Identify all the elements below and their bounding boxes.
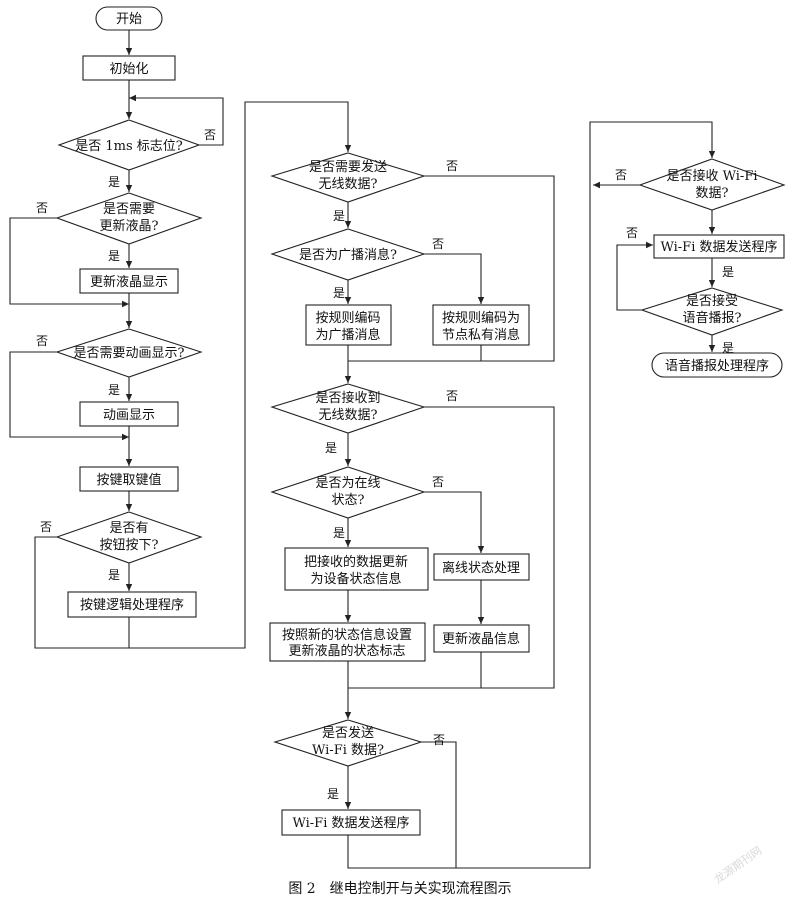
label-no-wifi-send-2: 否 bbox=[626, 226, 638, 240]
wifi-send-box-1: Wi-Fi 数据发送程序 bbox=[281, 809, 421, 836]
decision-voice: 是否接受 语音播报? bbox=[640, 287, 784, 336]
label-no-online: 否 bbox=[432, 475, 444, 489]
set-lcd-status-box: 按照新的状态信息设置 更新液晶的状态标志 bbox=[269, 622, 426, 662]
start-terminal: 开始 bbox=[95, 6, 163, 31]
update-device-status-line-1: 把接收的数据更新 bbox=[304, 554, 408, 570]
set-lcd-status-line-2: 更新液晶的状态标志 bbox=[288, 643, 405, 659]
label-no-recv-wifi: 否 bbox=[615, 168, 627, 182]
decision-1ms-flag: 是否 1ms 标志位? bbox=[57, 119, 201, 171]
label-no-send-wireless: 否 bbox=[446, 159, 458, 173]
voice-handler-terminal: 语音播报处理程序 bbox=[651, 352, 783, 378]
flow-lines-column-3 bbox=[593, 181, 716, 352]
decision-animation-label: 是否需要动画显示? bbox=[74, 346, 185, 361]
read-key-label: 按键取键值 bbox=[96, 472, 161, 488]
label-yes-online: 是 bbox=[333, 526, 345, 540]
decision-send-wifi-line-2: Wi-Fi 数据? bbox=[312, 743, 384, 758]
decision-online-line-2: 状态? bbox=[332, 493, 365, 508]
encode-private-line-2: 节点私有消息 bbox=[442, 327, 520, 343]
decision-broadcast-label: 是否为广播消息? bbox=[299, 247, 397, 263]
update-device-status-line-2: 为设备状态信息 bbox=[310, 571, 401, 587]
decision-online: 是否为在线 状态? bbox=[270, 466, 426, 519]
decision-voice-line-2: 语音播报? bbox=[683, 310, 742, 326]
update-lcd-info-label: 更新液晶信息 bbox=[442, 631, 520, 647]
animation-display-box: 动画显示 bbox=[79, 401, 179, 427]
label-yes-animation: 是 bbox=[108, 383, 120, 397]
label-yes-send-wireless: 是 bbox=[333, 209, 345, 223]
decision-send-wireless: 是否需要发送 无线数据? bbox=[270, 152, 426, 203]
branch-labels-column-3: 否 否 是 是 bbox=[615, 168, 734, 355]
decision-send-wireless-line-2: 无线数据? bbox=[319, 177, 378, 192]
decision-recv-wifi: 是否接收 Wi-Fi 数据? bbox=[638, 158, 786, 211]
decision-lcd-update: 是否需要 更新液晶? bbox=[55, 192, 203, 245]
encode-broadcast-line-1: 按规则编码 bbox=[315, 311, 380, 326]
label-no-broadcast: 否 bbox=[432, 237, 444, 251]
label-no-send-wifi: 否 bbox=[433, 733, 445, 747]
decision-broadcast: 是否为广播消息? bbox=[270, 228, 426, 281]
branch-labels-column-1: 否 是 否 是 否 是 否 是 bbox=[36, 128, 216, 582]
update-lcd-display-label: 更新液晶显示 bbox=[90, 274, 168, 290]
decision-lcd-update-line-1: 是否需要 bbox=[103, 202, 155, 217]
label-no-key-pressed: 否 bbox=[40, 520, 52, 534]
encode-broadcast-box: 按规则编码 为广播消息 bbox=[305, 304, 392, 346]
label-yes-lcd-update: 是 bbox=[108, 249, 120, 263]
offline-handler-label: 离线状态处理 bbox=[442, 560, 520, 576]
label-yes-send-wifi: 是 bbox=[327, 787, 339, 801]
wifi-send-2-label: Wi-Fi 数据发送程序 bbox=[661, 239, 778, 255]
label-yes-recv-wireless: 是 bbox=[325, 441, 337, 455]
offline-handler-box: 离线状态处理 bbox=[433, 553, 530, 581]
voice-handler-label: 语音播报处理程序 bbox=[665, 358, 769, 374]
label-yes-voice: 是 bbox=[722, 341, 734, 355]
decision-key-pressed-line-2: 按钮按下? bbox=[100, 538, 159, 553]
decision-recv-wireless-line-1: 是否接收到 bbox=[315, 390, 380, 406]
decision-send-wifi-line-1: 是否发送 bbox=[322, 725, 374, 741]
init-label: 初始化 bbox=[109, 62, 148, 77]
decision-key-pressed-line-1: 是否有 bbox=[109, 521, 148, 536]
start-label: 开始 bbox=[116, 12, 142, 27]
key-logic-label: 按键逻辑处理程序 bbox=[80, 598, 184, 613]
decision-recv-wifi-line-1: 是否接收 Wi-Fi bbox=[667, 168, 758, 184]
encode-private-line-1: 按规则编码为 bbox=[442, 311, 520, 326]
wifi-send-box-2: Wi-Fi 数据发送程序 bbox=[653, 234, 785, 259]
label-yes-wifi-send-2: 是 bbox=[722, 265, 734, 279]
decision-send-wireless-line-1: 是否需要发送 bbox=[309, 159, 387, 175]
decision-voice-line-1: 是否接受 bbox=[686, 293, 738, 309]
decision-lcd-update-line-2: 更新液晶? bbox=[100, 218, 159, 234]
decision-recv-wireless-line-2: 无线数据? bbox=[319, 408, 378, 423]
label-yes-broadcast: 是 bbox=[333, 286, 345, 300]
decision-online-line-1: 是否为在线 bbox=[315, 476, 380, 491]
label-no-lcd-update: 否 bbox=[36, 201, 48, 215]
decision-recv-wireless: 是否接收到 无线数据? bbox=[270, 383, 426, 434]
decision-key-pressed: 是否有 按钮按下? bbox=[55, 511, 203, 564]
update-lcd-info-box: 更新液晶信息 bbox=[433, 624, 530, 653]
update-device-status-box: 把接收的数据更新 为设备状态信息 bbox=[284, 547, 429, 591]
label-no-1ms: 否 bbox=[204, 128, 216, 142]
decision-send-wifi: 是否发送 Wi-Fi 数据? bbox=[273, 719, 423, 767]
key-logic-box: 按键逻辑处理程序 bbox=[67, 591, 197, 618]
label-no-animation: 否 bbox=[36, 334, 48, 348]
animation-display-label: 动画显示 bbox=[103, 408, 155, 423]
label-no-recv-wireless: 否 bbox=[446, 389, 458, 403]
label-yes-1ms: 是 bbox=[108, 175, 120, 189]
branch-labels-column-2: 否 是 否 是 否 是 否 是 否 是 bbox=[325, 159, 458, 801]
read-key-box: 按键取键值 bbox=[79, 466, 179, 492]
flow-lines-column-1 bbox=[9, 30, 352, 649]
decision-animation: 是否需要动画显示? bbox=[55, 328, 203, 378]
watermark: 龙源期刊网 bbox=[711, 843, 764, 886]
decision-1ms-flag-label: 是否 1ms 标志位? bbox=[75, 139, 183, 154]
figure-caption: 图 2 继电控制开与关实现流程图示 bbox=[288, 881, 511, 897]
label-yes-key-pressed: 是 bbox=[108, 568, 120, 582]
encode-broadcast-line-2: 为广播消息 bbox=[315, 327, 380, 343]
set-lcd-status-line-1: 按照新的状态信息设置 bbox=[282, 627, 412, 643]
decision-recv-wifi-line-2: 数据? bbox=[696, 186, 729, 201]
encode-private-box: 按规则编码为 节点私有消息 bbox=[432, 304, 530, 346]
flow-lines-column-2 bbox=[344, 121, 716, 869]
init-box: 初始化 bbox=[82, 55, 176, 81]
update-lcd-display-box: 更新液晶显示 bbox=[79, 268, 179, 294]
wifi-send-1-label: Wi-Fi 数据发送程序 bbox=[293, 815, 410, 831]
